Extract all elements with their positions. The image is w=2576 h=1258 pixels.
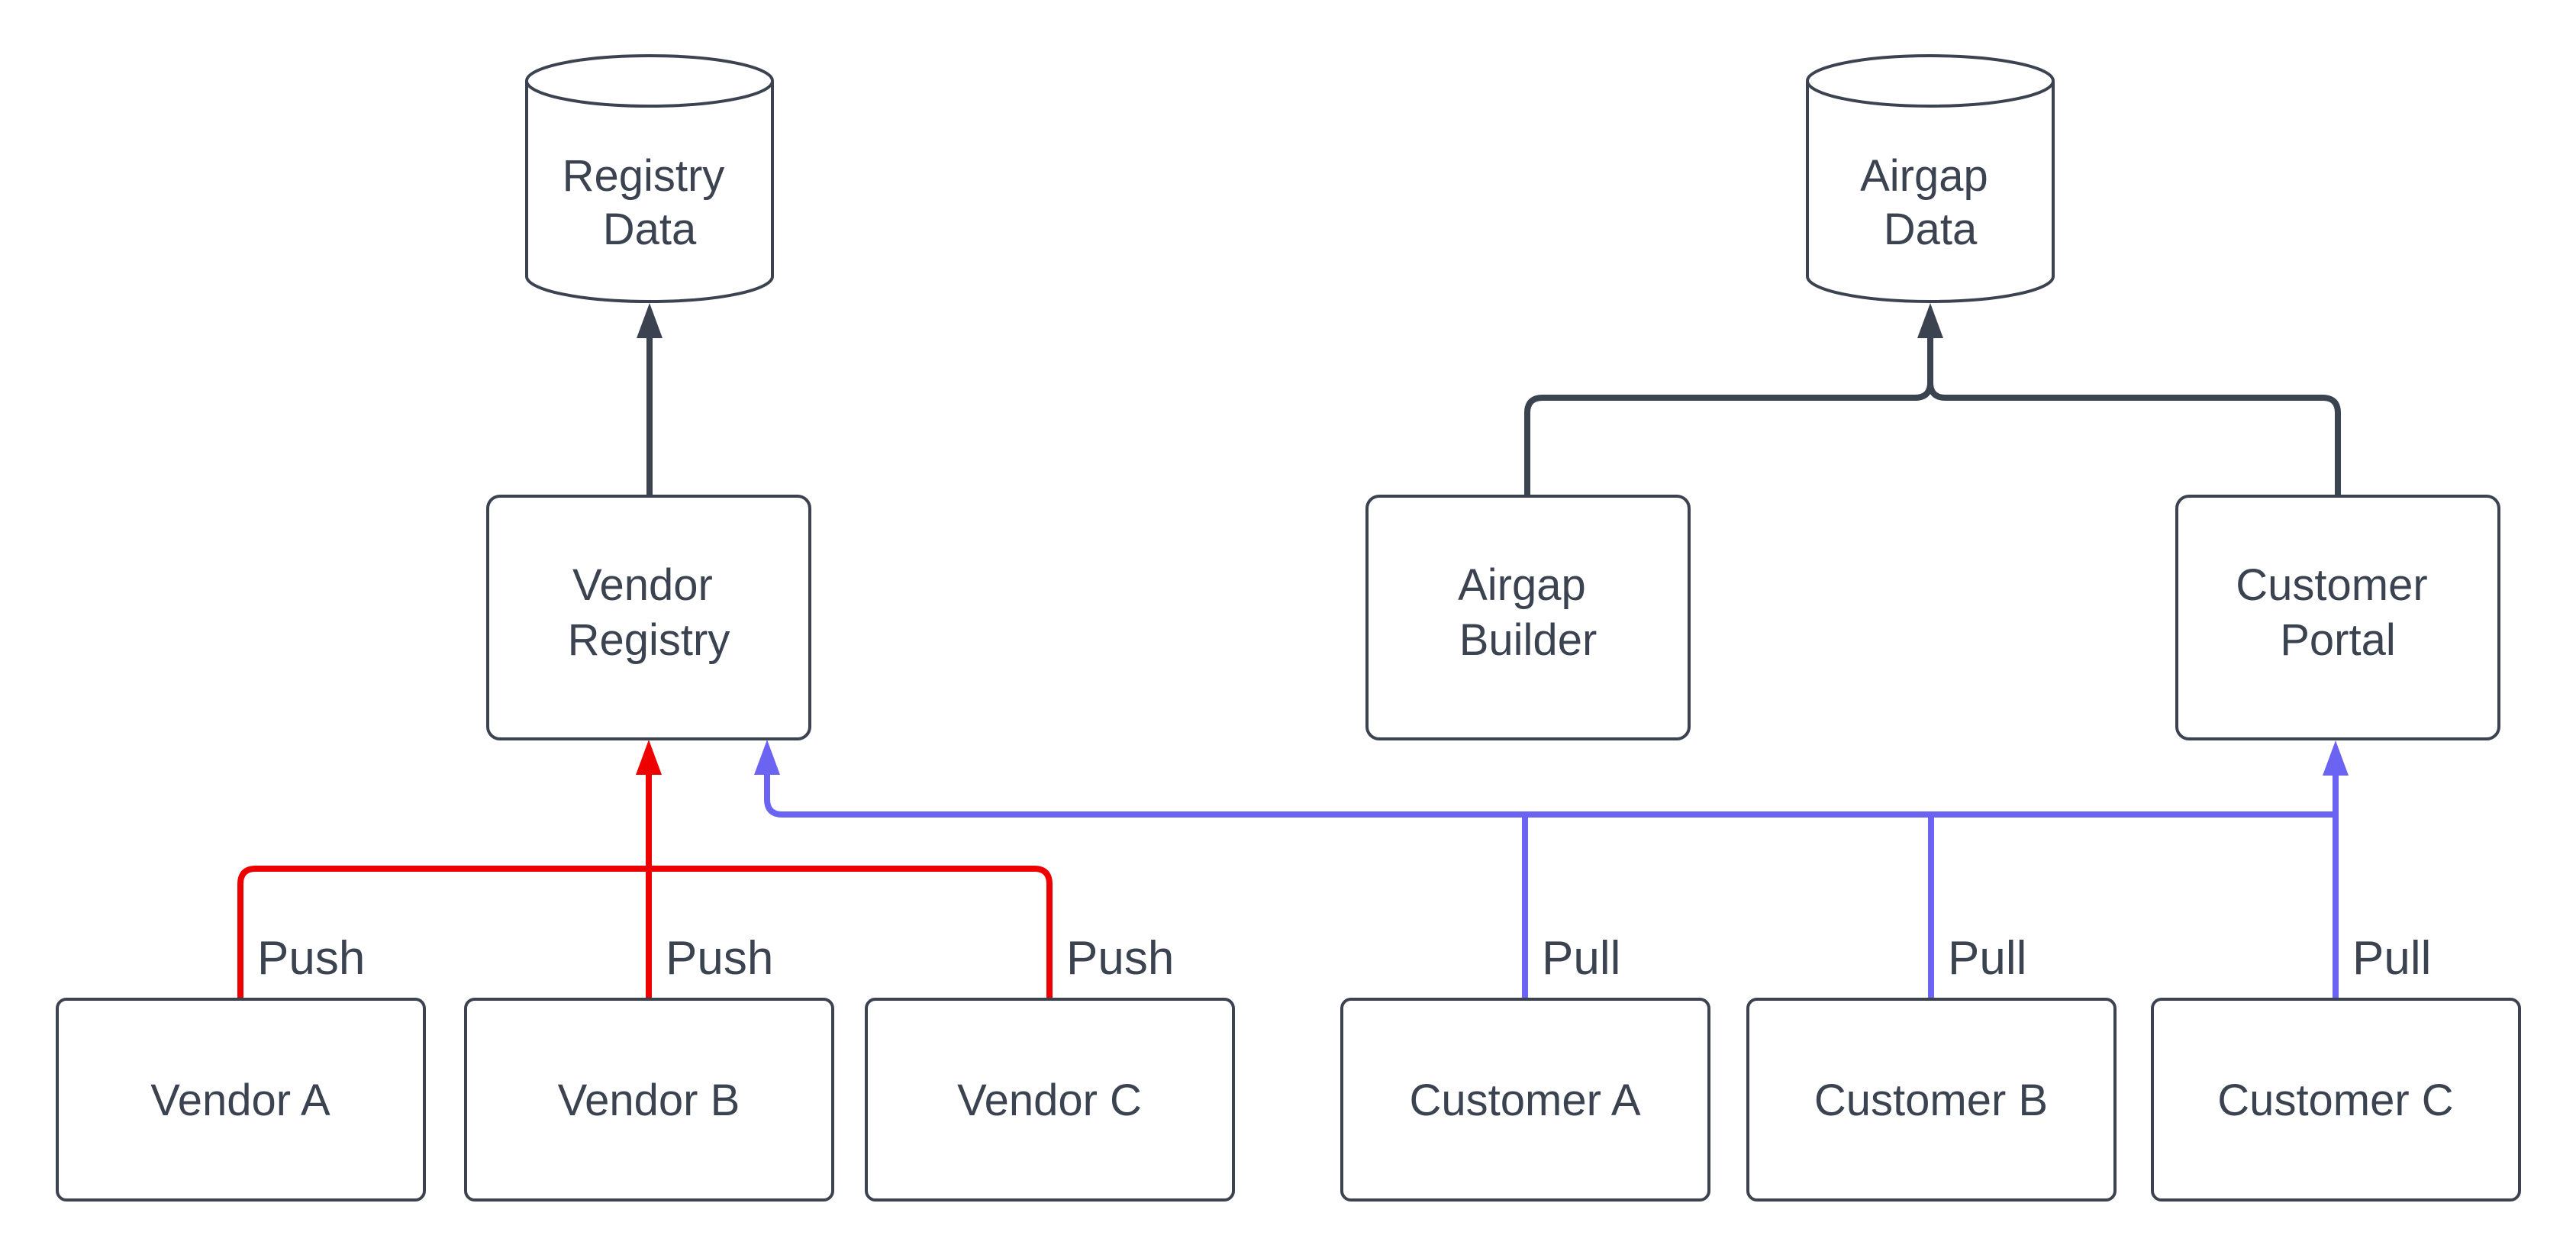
node-box — [464, 998, 834, 1202]
edge-line — [1524, 336, 1933, 496]
pull-label-customer-c: Pull — [2352, 932, 2431, 985]
node-label: Vendor C — [957, 1076, 1142, 1125]
node-vendor-c: Vendor C — [865, 998, 1235, 1202]
node-label: Customer A — [1410, 1076, 1641, 1125]
node-box — [1746, 998, 2117, 1202]
cylinder-top — [525, 54, 774, 108]
arrowhead-up-icon — [2323, 740, 2349, 776]
node-vendor-registry: Vendor Registry — [486, 495, 811, 740]
node-label: Customer C — [2217, 1076, 2453, 1125]
node-box — [865, 998, 1235, 1202]
node-box — [486, 495, 811, 740]
arrowhead-up-icon — [1917, 303, 1943, 338]
node-airgap-builder: Airgap Builder — [1365, 495, 1691, 740]
node-label: Airgap Builder — [1458, 560, 1598, 665]
edge-line — [1927, 336, 2341, 496]
edge-customer-portal-to-airgap-data — [1917, 303, 2341, 496]
node-box — [2175, 495, 2500, 740]
node-box — [56, 998, 426, 1202]
arrowhead-up-icon — [754, 740, 780, 775]
cylinder-body — [1806, 81, 2055, 303]
node-box — [1365, 495, 1691, 740]
node-customer-c: Customer C — [2151, 998, 2521, 1202]
push-label-vendor-a: Push — [257, 932, 365, 985]
node-customer-portal: Customer Portal — [2175, 495, 2500, 740]
node-label: Registry Data — [563, 151, 737, 254]
edges-pull-customers — [754, 740, 2349, 999]
pull-bus-line — [764, 771, 2336, 818]
node-label: Customer Portal — [2236, 560, 2440, 665]
node-label: Vendor A — [150, 1076, 330, 1125]
node-vendor-b: Vendor B — [464, 998, 834, 1202]
edge-vendor-registry-to-registry-data — [637, 303, 663, 496]
arrowhead-up-icon — [636, 740, 662, 775]
node-customer-b: Customer B — [1746, 998, 2117, 1202]
node-label: Vendor Registry — [568, 560, 730, 665]
node-airgap-data: Airgap Data — [1806, 54, 2055, 303]
cylinder-top — [1806, 54, 2055, 108]
node-label: Vendor B — [558, 1076, 740, 1125]
arrowhead-up-icon — [637, 303, 663, 338]
push-label-vendor-c: Push — [1066, 932, 1174, 985]
pull-label-customer-b: Pull — [1948, 932, 2026, 985]
node-label: Customer B — [1814, 1076, 2048, 1125]
node-label: Airgap Data — [1860, 151, 2001, 254]
pull-label-customer-a: Pull — [1542, 932, 1620, 985]
node-customer-a: Customer A — [1340, 998, 1710, 1202]
node-vendor-a: Vendor A — [56, 998, 426, 1202]
cylinder-body — [525, 81, 774, 303]
push-label-vendor-b: Push — [666, 932, 773, 985]
node-box — [2151, 998, 2521, 1202]
node-registry-data: Registry Data — [525, 54, 774, 303]
edge-airgap-builder-to-airgap-data — [1524, 336, 1933, 496]
push-bus-line — [237, 866, 1053, 999]
edges-push-vendors-to-vendor-registry — [237, 740, 1053, 999]
node-box — [1340, 998, 1710, 1202]
